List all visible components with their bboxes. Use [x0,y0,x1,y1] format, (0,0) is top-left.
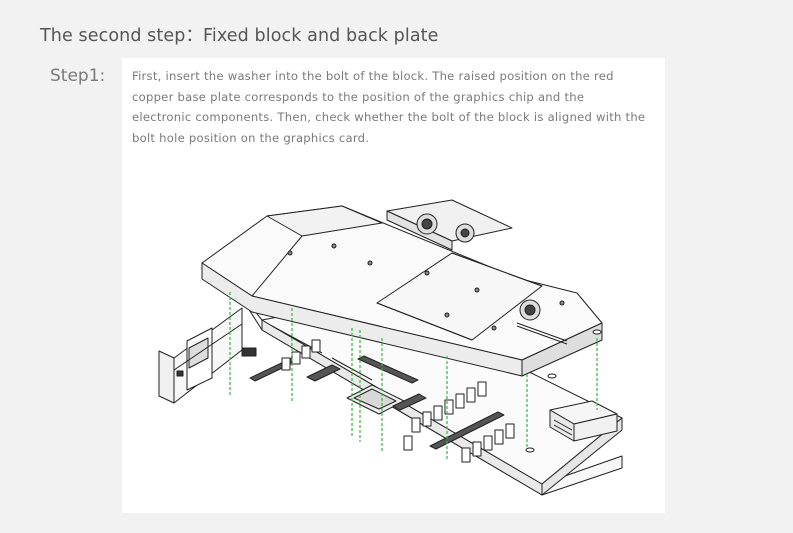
alignment-guides [229,292,598,460]
water-block [201,199,603,377]
gpu-chip [346,384,405,415]
description-line: electronic components. Then, check wheth… [132,110,646,124]
io-bracket [158,307,257,404]
page-title: The second step：Fixed block and back pla… [40,26,439,46]
power-connector [549,400,618,442]
description-line: copper base plate corresponds to the pos… [132,89,585,104]
capacitors [281,339,515,463]
content-card: First, insert the washer into the bolt o… [122,58,665,513]
assembly-illustration [158,199,623,496]
description-line: bolt hole position on the graphics card. [132,130,370,145]
washers [525,329,602,453]
step-description: First, insert the washer into the bolt o… [132,66,657,148]
step-label: Step1: [50,66,106,86]
description-line: First, insert the washer into the bolt o… [132,69,614,83]
